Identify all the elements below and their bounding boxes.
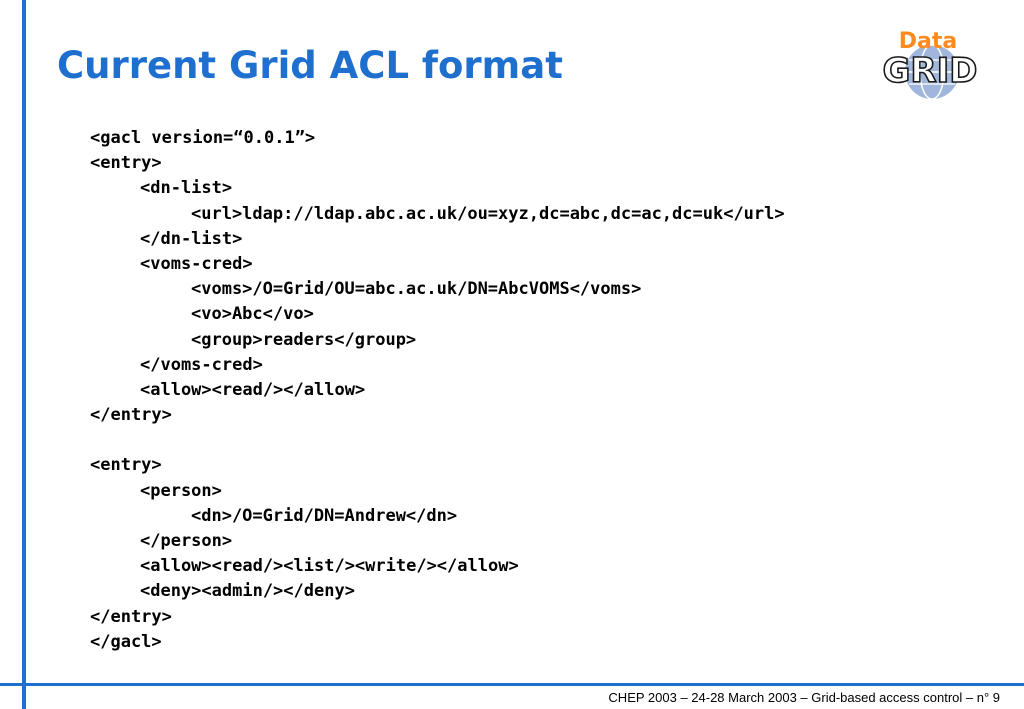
code-line: <entry> bbox=[90, 153, 162, 174]
acl-code-block: <gacl version=“0.0.1”> <entry> <dn-list> <u… bbox=[90, 126, 785, 655]
code-line: </person> bbox=[140, 531, 233, 551]
code-line: </entry> bbox=[90, 405, 172, 426]
code-line: <allow><read/></allow> bbox=[140, 379, 366, 400]
code-line: <voms-cred> bbox=[140, 253, 253, 274]
code-line: <voms>/O=Grid/OU=abc.ac.uk/DN=AbcVOMS</v… bbox=[191, 279, 642, 300]
code-line: <dn-list> bbox=[140, 178, 233, 199]
code-line bbox=[90, 428, 785, 453]
code-line: <deny><admin/></deny> bbox=[140, 581, 355, 602]
code-line: <entry> bbox=[90, 455, 162, 476]
code-line: </entry> bbox=[90, 606, 172, 627]
code-line: </gacl> bbox=[90, 631, 162, 652]
code-line: <person> bbox=[140, 480, 222, 501]
left-accent-bar bbox=[22, 0, 26, 709]
code-line: <group>readers</group> bbox=[191, 329, 417, 350]
logo-word-bottom: GRID bbox=[883, 51, 978, 91]
code-line: <vo>Abc</vo> bbox=[191, 304, 314, 325]
code-line: <allow><read/><list/><write/></allow> bbox=[140, 556, 519, 577]
slide-title: Current Grid ACL format bbox=[57, 44, 563, 87]
slide-footer: CHEP 2003 – 24-28 March 2003 – Grid-base… bbox=[608, 690, 1000, 705]
code-line: <dn>/O=Grid/DN=Andrew</dn> bbox=[191, 505, 458, 526]
logo-word-top: Data bbox=[899, 29, 957, 54]
datagrid-logo-icon: GRID Data bbox=[882, 29, 978, 100]
code-line: <url>ldap://ldap.abc.ac.uk/ou=xyz,dc=abc… bbox=[191, 203, 785, 224]
code-line: </voms-cred> bbox=[140, 354, 263, 375]
code-line: <gacl version=“0.0.1”> bbox=[90, 128, 316, 148]
footer-divider bbox=[0, 683, 1024, 686]
code-line: </dn-list> bbox=[140, 228, 243, 249]
